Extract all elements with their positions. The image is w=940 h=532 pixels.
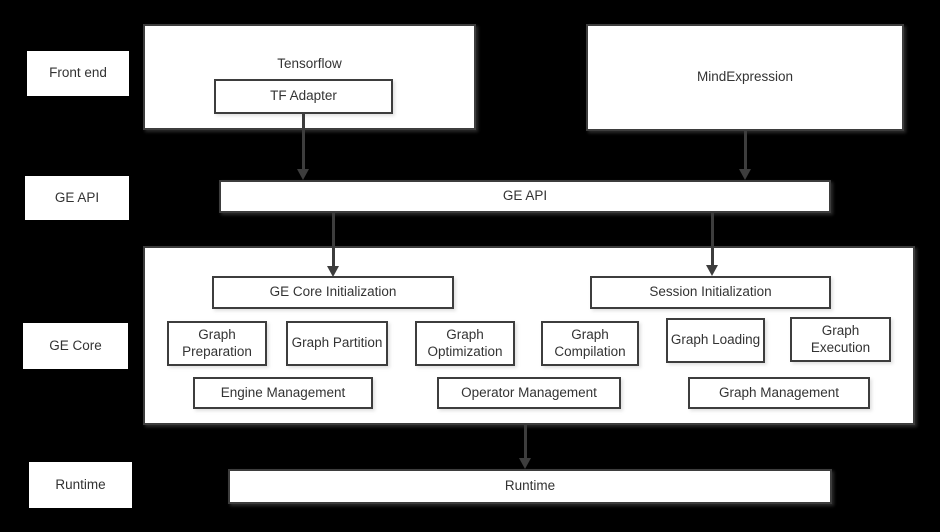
ge-core-initialization-box: GE Core Initialization <box>212 276 454 309</box>
operator-management-box: Operator Management <box>437 377 621 409</box>
arrow-shaft <box>523 425 527 459</box>
arrow-ge-core-to-runtime <box>519 425 531 469</box>
layer-label-runtime: Runtime <box>29 462 132 508</box>
session-initialization-box: Session Initialization <box>590 276 831 309</box>
graph-compilation-box: Graph Compilation <box>541 321 639 366</box>
layer-label-ge-core: GE Core <box>23 323 128 369</box>
runtime-bar: Runtime <box>228 469 832 504</box>
layer-label-ge-api: GE API <box>25 176 129 220</box>
mindexpression-box: MindExpression <box>586 24 904 131</box>
arrow-head-icon <box>519 458 531 469</box>
graph-management-box: Graph Management <box>688 377 870 409</box>
graph-partition-box: Graph Partition <box>286 321 388 366</box>
tensorflow-label: Tensorflow <box>277 56 342 71</box>
arrow-head-icon <box>297 169 309 180</box>
engine-management-box: Engine Management <box>193 377 373 409</box>
layer-label-front-end: Front end <box>27 51 129 96</box>
arrow-shaft <box>743 131 747 170</box>
graph-loading-box: Graph Loading <box>666 318 765 363</box>
arrow-ge-api-to-ge-core-initialization <box>327 213 339 277</box>
arrow-head-icon <box>327 266 339 277</box>
arrow-mindexpression-to-ge-api <box>739 131 751 180</box>
ge-api-bar: GE API <box>219 180 831 213</box>
tf-adapter-box: TF Adapter <box>214 79 393 114</box>
arrow-head-icon <box>739 169 751 180</box>
arrow-ge-api-to-session-initialization <box>706 213 718 276</box>
tensorflow-box: Tensorflow TF Adapter <box>143 24 476 130</box>
arrow-shaft <box>301 114 305 170</box>
arrow-shaft <box>710 213 714 266</box>
graph-preparation-box: Graph Preparation <box>167 321 267 366</box>
arrow-shaft <box>331 213 335 267</box>
ge-core-container: GE Core Initialization Session Initializ… <box>143 246 915 425</box>
graph-execution-box: Graph Execution <box>790 317 891 362</box>
graph-optimization-box: Graph Optimization <box>415 321 515 366</box>
arrow-tf-adapter-to-ge-api <box>297 114 309 180</box>
arrow-head-icon <box>706 265 718 276</box>
